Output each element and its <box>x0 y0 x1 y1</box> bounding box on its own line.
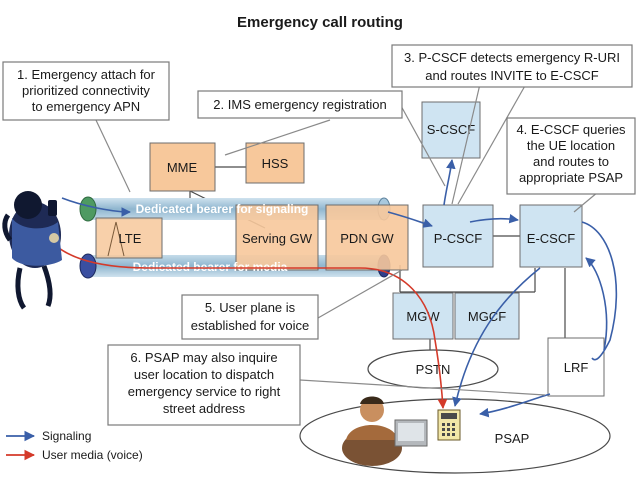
svg-text:to emergency APN: to emergency APN <box>32 99 140 114</box>
signaling-paths <box>61 159 618 418</box>
pstn-ellipse: PSTN <box>367 349 499 389</box>
svg-text:5. User plane is: 5. User plane is <box>205 300 296 315</box>
phone-icon <box>437 409 461 441</box>
svg-text:PDN GW: PDN GW <box>340 231 394 246</box>
mgcf-box: MGCF <box>454 292 520 340</box>
diagram-title: Emergency call routing <box>237 14 403 31</box>
legend: Signaling User media (voice) <box>6 429 143 462</box>
svg-text:emergency service to right: emergency service to right <box>128 384 281 399</box>
svg-text:P-CSCF: P-CSCF <box>434 231 482 246</box>
pdn-gw-box: PDN GW <box>325 204 409 271</box>
media-bearer-label: Dedicated bearer for media <box>133 260 288 274</box>
lte-box: LTE <box>95 217 163 259</box>
serving-gw-box: Serving GW <box>235 204 319 271</box>
svg-text:the UE location: the UE location <box>527 138 615 153</box>
lrf-box: LRF <box>547 337 605 397</box>
scscf-box: S-CSCF <box>421 101 481 159</box>
mgw-box: MGW <box>392 292 454 340</box>
svg-text:MGCF: MGCF <box>468 309 506 324</box>
svg-text:4. E-CSCF queries: 4. E-CSCF queries <box>516 122 626 137</box>
pcscf-box: P-CSCF <box>422 204 494 268</box>
svg-text:PSTN: PSTN <box>416 362 451 377</box>
media-path <box>54 244 448 409</box>
note-6: 6. PSAP may also inquire user location t… <box>107 344 301 426</box>
svg-text:prioritized connectivity: prioritized connectivity <box>22 83 150 98</box>
legend-signaling-label: Signaling <box>42 429 91 443</box>
svg-text:S-CSCF: S-CSCF <box>427 122 475 137</box>
svg-text:MGW: MGW <box>406 309 440 324</box>
svg-text:6. PSAP may also inquire: 6. PSAP may also inquire <box>130 350 277 365</box>
svg-text:2. IMS emergency registration: 2. IMS emergency registration <box>213 97 386 112</box>
ecscf-box: E-CSCF <box>519 204 583 268</box>
svg-text:Serving GW: Serving GW <box>242 231 313 246</box>
svg-text:1. Emergency attach for: 1. Emergency attach for <box>17 67 156 82</box>
svg-text:LTE: LTE <box>119 231 142 246</box>
svg-text:and routes to: and routes to <box>533 154 609 169</box>
note-4: 4. E-CSCF queries the UE location and ro… <box>506 117 636 195</box>
note-1: 1. Emergency attach for prioritized conn… <box>2 61 170 121</box>
svg-text:street address: street address <box>163 401 246 416</box>
svg-text:HSS: HSS <box>262 156 289 171</box>
note-5: 5. User plane is established for voice <box>181 294 319 340</box>
svg-text:appropriate PSAP: appropriate PSAP <box>519 170 623 185</box>
svg-text:and routes INVITE to E-CSCF: and routes INVITE to E-CSCF <box>425 68 598 83</box>
svg-text:established for voice: established for voice <box>191 318 310 333</box>
signaling-bearer-label: Dedicated bearer for signaling <box>136 202 309 216</box>
svg-text:PSAP: PSAP <box>495 431 530 446</box>
note-3: 3. P-CSCF detects emergency R-URI and ro… <box>391 44 633 88</box>
svg-text:3. P-CSCF detects emergency R-: 3. P-CSCF detects emergency R-URI <box>404 50 620 65</box>
hss-box: HSS <box>245 142 305 184</box>
svg-text:MME: MME <box>167 160 198 175</box>
note-2: 2. IMS emergency registration <box>197 90 403 119</box>
callout-leaders <box>94 83 599 396</box>
legend-media-label: User media (voice) <box>42 448 143 462</box>
mme-box: MME <box>149 142 216 192</box>
svg-text:user location to dispatch: user location to dispatch <box>134 367 274 382</box>
svg-text:E-CSCF: E-CSCF <box>527 231 575 246</box>
ue-person-icon <box>2 191 62 310</box>
svg-text:LRF: LRF <box>564 360 589 375</box>
psap-operator-icon <box>342 396 428 466</box>
